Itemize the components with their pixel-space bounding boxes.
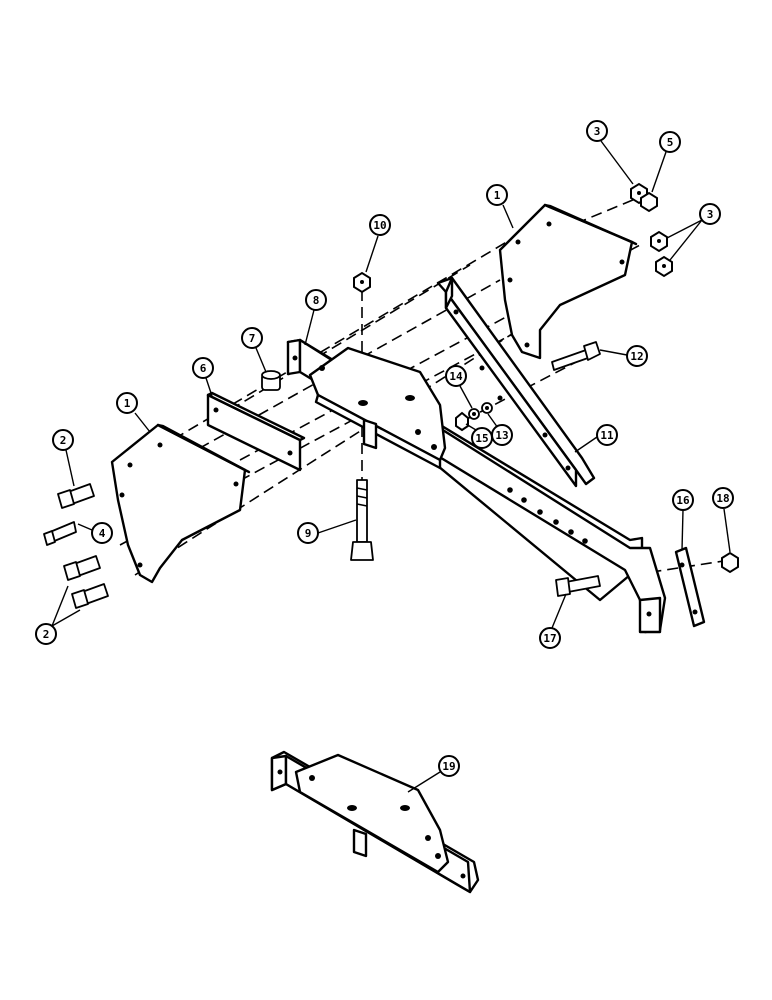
callout-19-label: 19 (442, 760, 455, 773)
callout-14-label: 14 (449, 370, 463, 383)
callouts: 1 1 2 2 3 3 4 5 6 7 (35, 120, 734, 793)
callout-2-bottom-label: 2 (43, 628, 50, 641)
callout-17 (539, 627, 561, 649)
callout-7 (241, 327, 263, 349)
callout-9 (297, 522, 319, 544)
callout-10-label: 10 (373, 219, 386, 232)
callout-1-left-label: 1 (124, 397, 131, 410)
left-bolts (43, 483, 109, 609)
callout-7-label: 7 (249, 332, 256, 345)
callout-6-label: 6 (200, 362, 207, 375)
callout-12-label: 12 (630, 350, 643, 363)
top-nuts (630, 182, 673, 278)
angled-bar (436, 276, 596, 488)
callout-15-label: 15 (475, 432, 488, 445)
bushing (261, 370, 281, 391)
callout-3-right (699, 203, 721, 225)
sub-assembly (270, 750, 480, 894)
callout-8 (305, 289, 327, 311)
callout-16-label: 16 (676, 494, 690, 507)
callout-5-label: 5 (667, 136, 674, 149)
callout-16 (672, 489, 694, 511)
vertical-bolt (350, 271, 374, 561)
frame-bar (286, 338, 667, 634)
callout-19 (438, 755, 460, 777)
callout-3-top-label: 3 (594, 125, 601, 138)
callout-8-label: 8 (313, 294, 320, 307)
callout-13-label: 13 (495, 429, 508, 442)
callout-18-label: 18 (716, 492, 729, 505)
callout-6 (192, 357, 214, 379)
bracket-upper (498, 203, 638, 360)
callout-10 (369, 214, 391, 236)
bracket-lower (110, 423, 251, 584)
callout-3-top (586, 120, 608, 142)
callout-2-top (52, 429, 74, 451)
callout-2-bottom (35, 623, 57, 645)
callout-11-label: 11 (600, 429, 614, 442)
small-hardware (455, 402, 493, 432)
callout-11 (596, 424, 618, 446)
callout-9-label: 9 (305, 527, 312, 540)
end-plate-hardware (555, 546, 739, 628)
callout-12 (626, 345, 648, 367)
callout-2-top-label: 2 (60, 434, 67, 447)
callout-1-left (116, 392, 138, 414)
callout-14 (445, 365, 467, 387)
callout-1-right (486, 184, 508, 206)
callout-15 (471, 427, 493, 449)
bolt-12 (551, 341, 601, 371)
callout-5 (659, 131, 681, 153)
callout-3-right-label: 3 (707, 208, 714, 221)
callout-1-right-label: 1 (494, 189, 501, 202)
callout-17-label: 17 (543, 632, 556, 645)
callout-4-label: 4 (99, 527, 106, 540)
callout-4 (91, 522, 113, 544)
callout-18 (712, 487, 734, 509)
